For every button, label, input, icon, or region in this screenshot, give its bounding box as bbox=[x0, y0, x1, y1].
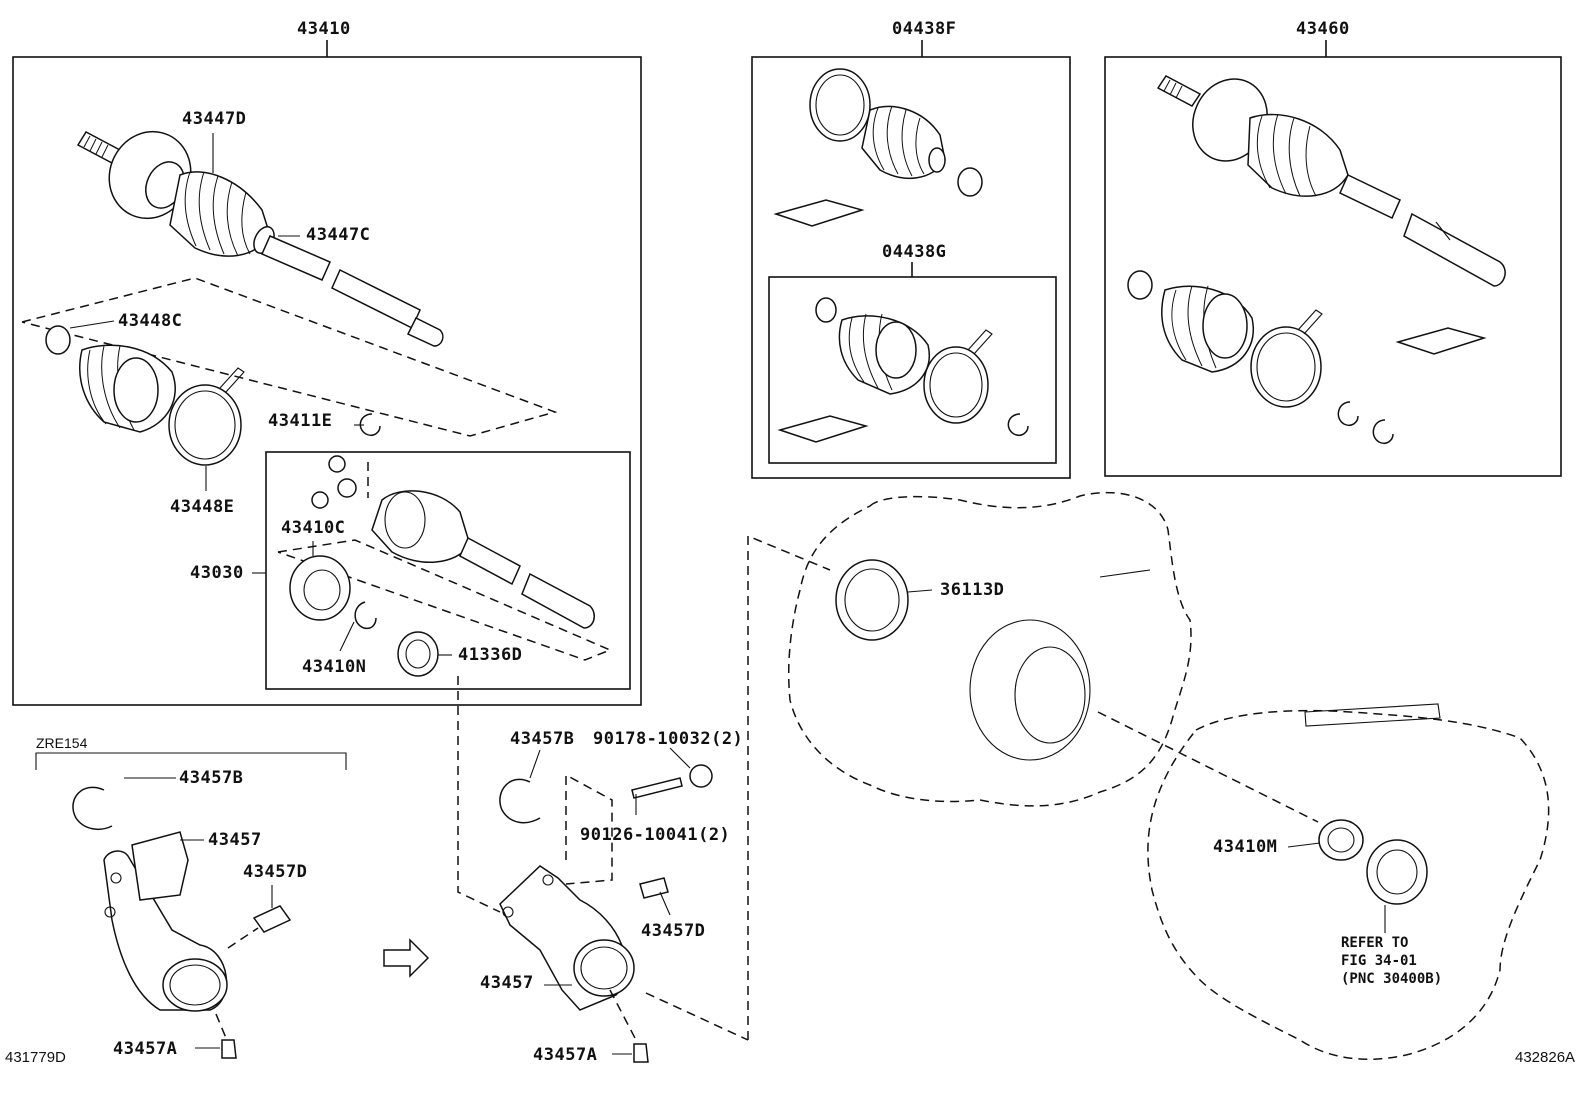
box-04438G bbox=[768, 262, 1057, 464]
label-43457D-left: 43457D bbox=[243, 862, 308, 882]
reference-note: REFER TO FIG 34-01 (PNC 30400B) bbox=[1341, 934, 1442, 988]
zre154-bracket bbox=[35, 752, 347, 770]
label-43410: 43410 bbox=[297, 19, 351, 39]
label-43410C: 43410C bbox=[281, 518, 346, 538]
label-43457A-left: 43457A bbox=[113, 1039, 178, 1059]
transmission-case-right bbox=[1097, 703, 1550, 1061]
label-43457-mid: 43457 bbox=[480, 973, 534, 993]
figure-id-right: 432826A bbox=[1515, 1049, 1576, 1066]
label-04438F: 04438F bbox=[892, 19, 957, 39]
label-43457B-mid: 43457B bbox=[510, 729, 575, 749]
box-43460 bbox=[1104, 40, 1562, 477]
reference-note-line-2: FIG 34-01 bbox=[1341, 953, 1417, 969]
driveshaft-43410 bbox=[21, 130, 558, 437]
label-90178-10032: 90178-10032(2) bbox=[593, 729, 744, 749]
figure-id-left: 431779D bbox=[5, 1049, 66, 1066]
label-43030: 43030 bbox=[190, 563, 244, 583]
box-43030 bbox=[265, 451, 631, 690]
label-43457A-mid: 43457A bbox=[533, 1045, 598, 1065]
label-43410M: 43410M bbox=[1213, 837, 1278, 857]
right-arrow-icon bbox=[383, 938, 430, 978]
label-43410N: 43410N bbox=[302, 657, 367, 677]
driveshaft-43460 bbox=[1127, 75, 1506, 445]
label-04438G: 04438G bbox=[882, 242, 947, 262]
label-36113D: 36113D bbox=[940, 580, 1005, 600]
boot-kit-04438G bbox=[777, 297, 1029, 443]
label-90126-10041: 90126-10041(2) bbox=[580, 825, 731, 845]
label-43411E: 43411E bbox=[268, 411, 333, 431]
label-43460: 43460 bbox=[1296, 19, 1350, 39]
bearing-bracket-mid bbox=[457, 676, 749, 1063]
box-43410 bbox=[12, 40, 642, 706]
variant-label: ZRE154 bbox=[36, 735, 88, 751]
inner-joint-43030 bbox=[277, 455, 612, 677]
transaxle-case bbox=[747, 491, 1192, 1040]
bearing-bracket-left bbox=[72, 786, 292, 1059]
label-43447D: 43447D bbox=[182, 109, 247, 129]
label-43457D-mid: 43457D bbox=[641, 921, 706, 941]
boot-kit-04438F bbox=[773, 68, 983, 227]
leader-lines bbox=[69, 133, 1386, 1055]
box-04438F bbox=[751, 40, 1071, 479]
label-43448E: 43448E bbox=[170, 497, 235, 517]
snap-ring-43411E bbox=[359, 413, 381, 437]
boot-43448 bbox=[45, 325, 245, 466]
label-41336D: 41336D bbox=[458, 645, 523, 665]
label-43457-left: 43457 bbox=[208, 830, 262, 850]
label-43448C: 43448C bbox=[118, 311, 183, 331]
reference-note-line-1: REFER TO bbox=[1341, 935, 1409, 951]
label-43447C: 43447C bbox=[306, 225, 371, 245]
label-43457B-left: 43457B bbox=[179, 768, 244, 788]
reference-note-line-3: (PNC 30400B) bbox=[1341, 971, 1443, 987]
